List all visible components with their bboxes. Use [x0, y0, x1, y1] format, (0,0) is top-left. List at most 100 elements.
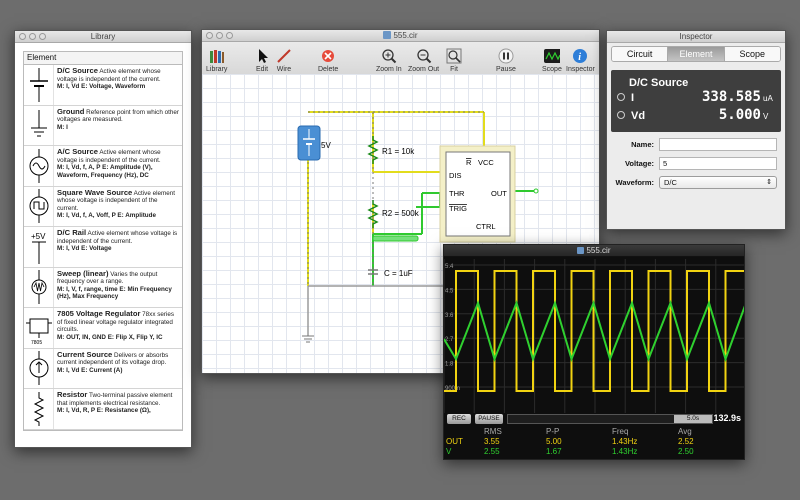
zoom-button[interactable] [39, 33, 46, 40]
svg-text:i: i [579, 52, 582, 63]
scope-icon [543, 48, 560, 64]
scope-stats: RMS P-P Freq Avg OUT 3.55 5.00 1.43Hz 2.… [444, 427, 744, 457]
toolbar-delete-label: Delete [318, 66, 339, 73]
library-item-name: A/C Source [57, 147, 98, 156]
square-wave-icon [24, 186, 54, 226]
timebase-knob[interactable]: 5.0s [674, 415, 712, 423]
toolbar-pause-label: Pause [496, 66, 516, 73]
elapsed-time: 132.9s [713, 413, 741, 423]
radio-current[interactable] [617, 93, 625, 101]
stats-row-v: V 2.55 1.67 1.43Hz 2.50 [444, 447, 744, 457]
readout-value: 338.585 [701, 89, 761, 105]
stats-avg: 2.50 [678, 447, 694, 456]
y-tick-label: 2.7 [445, 337, 454, 343]
library-item-name: 7805 Voltage Regulator [57, 309, 141, 318]
library-item-current-source[interactable]: Current Source Delivers or absorbs curre… [24, 348, 182, 389]
stats-header-cell: P-P [546, 427, 560, 436]
toolbar-zoom-in-button[interactable]: Zoom In [376, 48, 402, 73]
library-item-square-wave-source[interactable]: Square Wave Source Active element whose … [24, 186, 182, 227]
library-item-desc: Varies the output frequency over a range… [57, 270, 158, 286]
toolbar-library-button[interactable]: Library [206, 48, 227, 73]
scope-titlebar[interactable]: 555.cir [444, 245, 744, 257]
minimize-button[interactable] [216, 32, 223, 39]
readout-title: D/C Source [629, 77, 689, 89]
library-item-sweep[interactable]: Sweep (linear) Varies the output frequen… [24, 267, 182, 308]
radio-voltage[interactable] [617, 111, 625, 119]
rec-button[interactable]: REC [447, 414, 471, 424]
readout-unit: V [763, 112, 769, 121]
close-button[interactable] [206, 32, 213, 39]
inspector-titlebar[interactable]: Inspector [607, 31, 785, 43]
library-item-dc-rail[interactable]: +5V D/C Rail Active element whose voltag… [24, 227, 182, 268]
toolbar-edit-button[interactable]: Edit [254, 48, 270, 73]
source-label: 5V [321, 141, 331, 150]
waveform-select[interactable]: D/C ⇕ [659, 176, 777, 189]
library-column-header[interactable]: Element [23, 51, 183, 65]
stats-freq: 1.43Hz [612, 447, 638, 456]
library-item-name: Square Wave Source [57, 187, 133, 197]
inspector-title: Inspector [679, 32, 713, 41]
circuit-title: 555.cir [393, 31, 418, 40]
waveform-property: Waveform: D/C ⇕ [607, 176, 785, 189]
library-item-name: D/C Rail [57, 228, 87, 237]
minimize-button[interactable] [29, 33, 36, 40]
toolbar-zoom-out-button[interactable]: Zoom Out [408, 48, 439, 73]
close-button[interactable] [19, 33, 26, 40]
library-item-dc-source[interactable]: D/C Source Active element whose voltage … [24, 65, 182, 106]
y-tick-label: 4.5 [445, 288, 454, 294]
current-source-icon [24, 348, 54, 388]
stats-header-cell [444, 427, 484, 437]
stats-pp: 5.00 [546, 437, 562, 446]
voltage-field[interactable]: 5 [659, 157, 777, 170]
pause-button[interactable]: PAUSE [475, 414, 503, 424]
toolbar-inspector-label: Inspector [566, 66, 595, 73]
readout-row-voltage[interactable]: Vd 5.000 V [617, 107, 775, 125]
library-title: Library [90, 32, 116, 41]
y-tick-label: 3.6 [445, 313, 454, 319]
library-item-name: Ground [57, 106, 85, 116]
circuit-canvas[interactable]: 5V R1 = 10k R2 = 500k C = 1uF R VCC DI [202, 74, 599, 373]
toolbar-edit-label: Edit [255, 66, 269, 73]
library-icon [209, 48, 225, 64]
library-item-meta: M: I, Vd, R, P E: Resistance (Ω), [57, 407, 151, 414]
library-item-resistor[interactable]: Resistor Two-terminal passive element th… [24, 389, 182, 430]
schematic[interactable]: 5V R1 = 10k R2 = 500k C = 1uF R VCC DI [202, 74, 600, 362]
library-titlebar[interactable]: Library [15, 31, 191, 43]
inspector-window: Inspector Circuit Element Scope D/C Sour… [606, 30, 786, 230]
stats-name: OUT [446, 437, 463, 446]
toolbar-wire-button[interactable]: Wire [276, 48, 292, 73]
library-item-ac-source[interactable]: A/C Source Active element whose voltage … [24, 146, 182, 187]
toolbar-pause-button[interactable]: Pause [496, 48, 516, 73]
ic-pin-trig: TRIG [449, 204, 467, 213]
library-item-ground[interactable]: Ground Reference point from which other … [24, 105, 182, 146]
resistor-r1 [367, 136, 379, 164]
timebase-slider[interactable]: 5.0s [507, 414, 713, 424]
tab-element[interactable]: Element [668, 47, 725, 61]
toolbar-wire-label: Wire [276, 66, 292, 73]
circuit-titlebar[interactable]: 555.cir [202, 30, 599, 42]
ic-pin-thr: THR [449, 189, 465, 198]
trace-v [444, 299, 744, 363]
toolbar-scope-label: Scope [542, 66, 562, 73]
toolbar-inspector-button[interactable]: i Inspector [566, 48, 595, 73]
y-tick-label: 1.8 [445, 362, 454, 368]
toolbar-delete-button[interactable]: Delete [318, 48, 338, 73]
tab-circuit[interactable]: Circuit [612, 47, 669, 61]
readout-row-current[interactable]: I 338.585 uA [617, 89, 775, 107]
library-item-desc: 78xx series of fixed linear voltage regu… [57, 311, 175, 333]
toolbar-scope-button[interactable]: Scope [542, 48, 562, 73]
library-item-name: Current Source [57, 349, 113, 359]
library-item-meta: M: I, Vd, f, A, Voff, P E: Amplitude [57, 212, 156, 219]
library-item-voltage-regulator[interactable]: 7805 7805 Voltage Regulator 78xx series … [24, 308, 182, 349]
dc-rail-icon-label: +5V [31, 232, 46, 241]
output-terminal [533, 188, 539, 194]
ic-pin-vcc: VCC [478, 158, 494, 167]
zoom-button[interactable] [226, 32, 233, 39]
toolbar-fit-button[interactable]: Fit [446, 48, 462, 73]
updown-arrows-icon: ⇕ [766, 179, 772, 186]
name-field[interactable] [659, 138, 777, 151]
info-icon: i [572, 48, 588, 64]
tab-scope[interactable]: Scope [724, 47, 780, 61]
